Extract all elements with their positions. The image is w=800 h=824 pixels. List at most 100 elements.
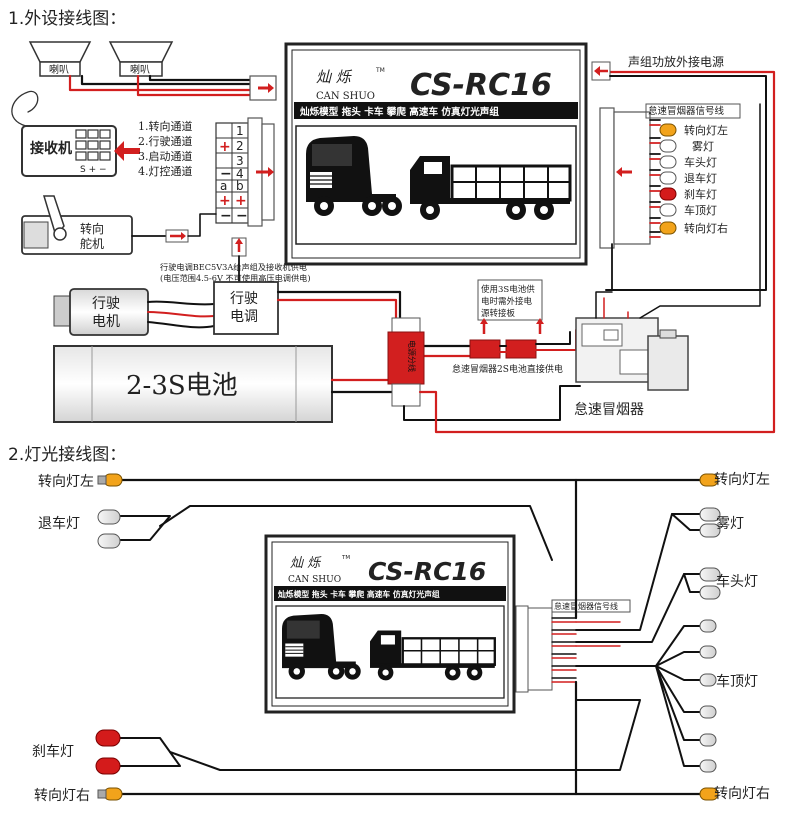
light-connector bbox=[599, 107, 651, 249]
smoke-2s-label: 怠速冒烟器2S电池直接供电 bbox=[452, 363, 563, 375]
servo-label-1: 转向 bbox=[80, 221, 104, 236]
channel-4-label: 4.灯控通道 bbox=[138, 164, 193, 178]
module2-brand-en: CAN SHUO bbox=[288, 575, 341, 585]
power-splitter: 电源分线 bbox=[387, 317, 425, 407]
smoke-black-wire bbox=[403, 385, 581, 421]
speaker-right-label: 喇叭 bbox=[130, 64, 150, 76]
smoke-note-line3: 源转接板 bbox=[481, 308, 516, 319]
light-wiring-section-2 bbox=[119, 478, 702, 796]
connector-2-pin-wires bbox=[551, 617, 577, 683]
label-turn-left-r: 转向灯左 bbox=[714, 472, 770, 488]
signal-wire-label: 怠速冒烟器信号线 bbox=[648, 105, 725, 117]
receiver: 接收机 S + − bbox=[11, 90, 117, 177]
amp-power-label: 声组功放外接电源 bbox=[628, 54, 724, 69]
section2-title: 2.灯光接线图： bbox=[8, 445, 126, 465]
lamp-reverse-2 bbox=[97, 533, 121, 549]
speaker-wires bbox=[68, 74, 252, 97]
lamp-turn-right-l bbox=[97, 787, 123, 801]
label-head: 车头灯 bbox=[716, 573, 758, 590]
input-connector bbox=[247, 117, 275, 227]
module2-tm: TM bbox=[341, 555, 350, 561]
top-light-roof: 车顶灯 bbox=[684, 203, 717, 217]
light-connector-2: 怠速冒烟器信号线 bbox=[515, 599, 631, 693]
module2-model: CS-RC16 bbox=[368, 557, 486, 586]
top-light-brake: 刹车灯 bbox=[684, 187, 717, 201]
smoke-generator: 怠速冒烟器 bbox=[574, 103, 761, 418]
header-minus-b: − bbox=[236, 208, 248, 224]
label-roof: 车顶灯 bbox=[716, 673, 758, 690]
label-turn-right-l: 转向灯右 bbox=[34, 788, 90, 804]
esc-label-1: 行驶 bbox=[230, 291, 258, 307]
servo-plug bbox=[165, 229, 189, 243]
header-plus-a: + bbox=[219, 193, 231, 209]
header-minus-a: − bbox=[220, 208, 232, 224]
speaker-left-label: 喇叭 bbox=[49, 64, 69, 76]
smoke-note-line2: 电时需外接电 bbox=[481, 296, 533, 307]
amp-power-plug bbox=[591, 61, 767, 291]
battery-label: 2-3S电池 bbox=[126, 371, 238, 401]
header-pin-1: 1 bbox=[236, 124, 244, 138]
smoke-note-line1: 使用3S电池供 bbox=[481, 284, 535, 295]
header-a: a bbox=[220, 179, 227, 193]
receiver-arrow bbox=[114, 141, 140, 161]
motor-wires bbox=[147, 300, 215, 329]
module2-brand-cn: 灿 烁 bbox=[290, 556, 322, 571]
label-turn-right-r: 转向灯右 bbox=[714, 786, 770, 802]
header-plus-2: + bbox=[219, 139, 231, 155]
lamp-turn-left-r bbox=[699, 473, 719, 487]
receiver-label: 接收机 bbox=[30, 140, 72, 157]
controller-module: 灿 烁 TM CAN SHUO CS-RC16 灿烁模型 拖头 卡车 攀爬 高速… bbox=[284, 42, 588, 266]
section1-title: 1.外设接线图： bbox=[8, 9, 126, 29]
header-minus-4: − bbox=[220, 166, 232, 182]
signal-wire-label-2: 怠速冒烟器信号线 bbox=[554, 601, 618, 611]
header-pin-3: 3 bbox=[236, 154, 244, 168]
label-turn-left-l: 转向灯左 bbox=[38, 474, 94, 490]
bec-note-line1: 行驶电调BEC5V3A给声组及接收机供电 bbox=[160, 262, 307, 272]
header-plus-b: + bbox=[235, 193, 247, 209]
header-pin-4: 4 bbox=[236, 167, 244, 181]
lamp-brake-2 bbox=[95, 757, 121, 775]
receiver-signal-wires bbox=[187, 213, 217, 237]
receiver-pins bbox=[75, 129, 111, 161]
lamp-roof bbox=[699, 619, 717, 773]
header-pin-2: 2 bbox=[236, 139, 244, 153]
module-tm: TM bbox=[375, 67, 385, 74]
input-header-table: 1 2 3 4 + − a b + + − − bbox=[215, 122, 249, 224]
module-brand-en: CAN SHUO bbox=[316, 91, 375, 102]
channel-3-label: 3.启动通道 bbox=[138, 149, 193, 163]
module-subtitle: 灿烁模型 拖头 卡车 攀爬 高速车 仿真灯光声组 bbox=[300, 106, 499, 118]
top-light-fog: 雾灯 bbox=[692, 140, 714, 153]
lamp-reverse-1 bbox=[97, 509, 121, 525]
lamp-head bbox=[699, 567, 721, 600]
lamp-brake-1 bbox=[95, 729, 121, 747]
drive-motor: 行驶 电机 bbox=[53, 288, 149, 336]
smoke-3s-note: 使用3S电池供 电时需外接电 源转接板 bbox=[477, 279, 544, 334]
motor-label-2: 电机 bbox=[92, 314, 120, 330]
steering-servo: 转向 舵机 bbox=[21, 195, 133, 255]
top-light-head: 车头灯 bbox=[684, 155, 717, 169]
label-brake: 刹车灯 bbox=[32, 743, 74, 760]
smoke-2s-plug bbox=[469, 329, 577, 359]
esc-label-2: 电调 bbox=[230, 309, 258, 325]
header-b: b bbox=[236, 179, 244, 193]
module-model: CS-RC16 bbox=[410, 68, 552, 103]
controller-module-2: 灿 烁 TM CAN SHUO CS-RC16 灿烁模型 拖头 卡车 攀爬 高速… bbox=[264, 534, 516, 714]
module-brand-cn: 灿 烁 bbox=[316, 68, 353, 86]
label-reverse: 退车灯 bbox=[38, 515, 80, 532]
motor-label-1: 行驶 bbox=[92, 296, 120, 312]
drive-esc: 行驶 电调 bbox=[213, 281, 279, 335]
speaker-right: 喇叭 bbox=[108, 41, 174, 77]
top-light-turn-left: 转向灯左 bbox=[684, 123, 728, 137]
battery: 2-3S电池 bbox=[53, 345, 333, 423]
smoke-red-loop bbox=[418, 70, 776, 434]
label-fog: 雾灯 bbox=[716, 516, 744, 532]
top-light-reverse: 退车灯 bbox=[684, 171, 717, 185]
speaker-left: 喇叭 bbox=[28, 41, 92, 77]
channel-2-label: 2.行驶通道 bbox=[138, 134, 193, 148]
top-light-list: 转向灯左 雾灯 车头灯 退车灯 刹车灯 车顶灯 转向灯右 bbox=[659, 123, 728, 235]
bec-note-line2: (电压范围4.5-6V 不可使用高压电调供电) bbox=[160, 273, 311, 283]
lamp-turn-left-l bbox=[97, 473, 123, 487]
lamp-turn-right-r bbox=[699, 787, 719, 801]
splitter-label: 电源分线 bbox=[407, 340, 417, 372]
